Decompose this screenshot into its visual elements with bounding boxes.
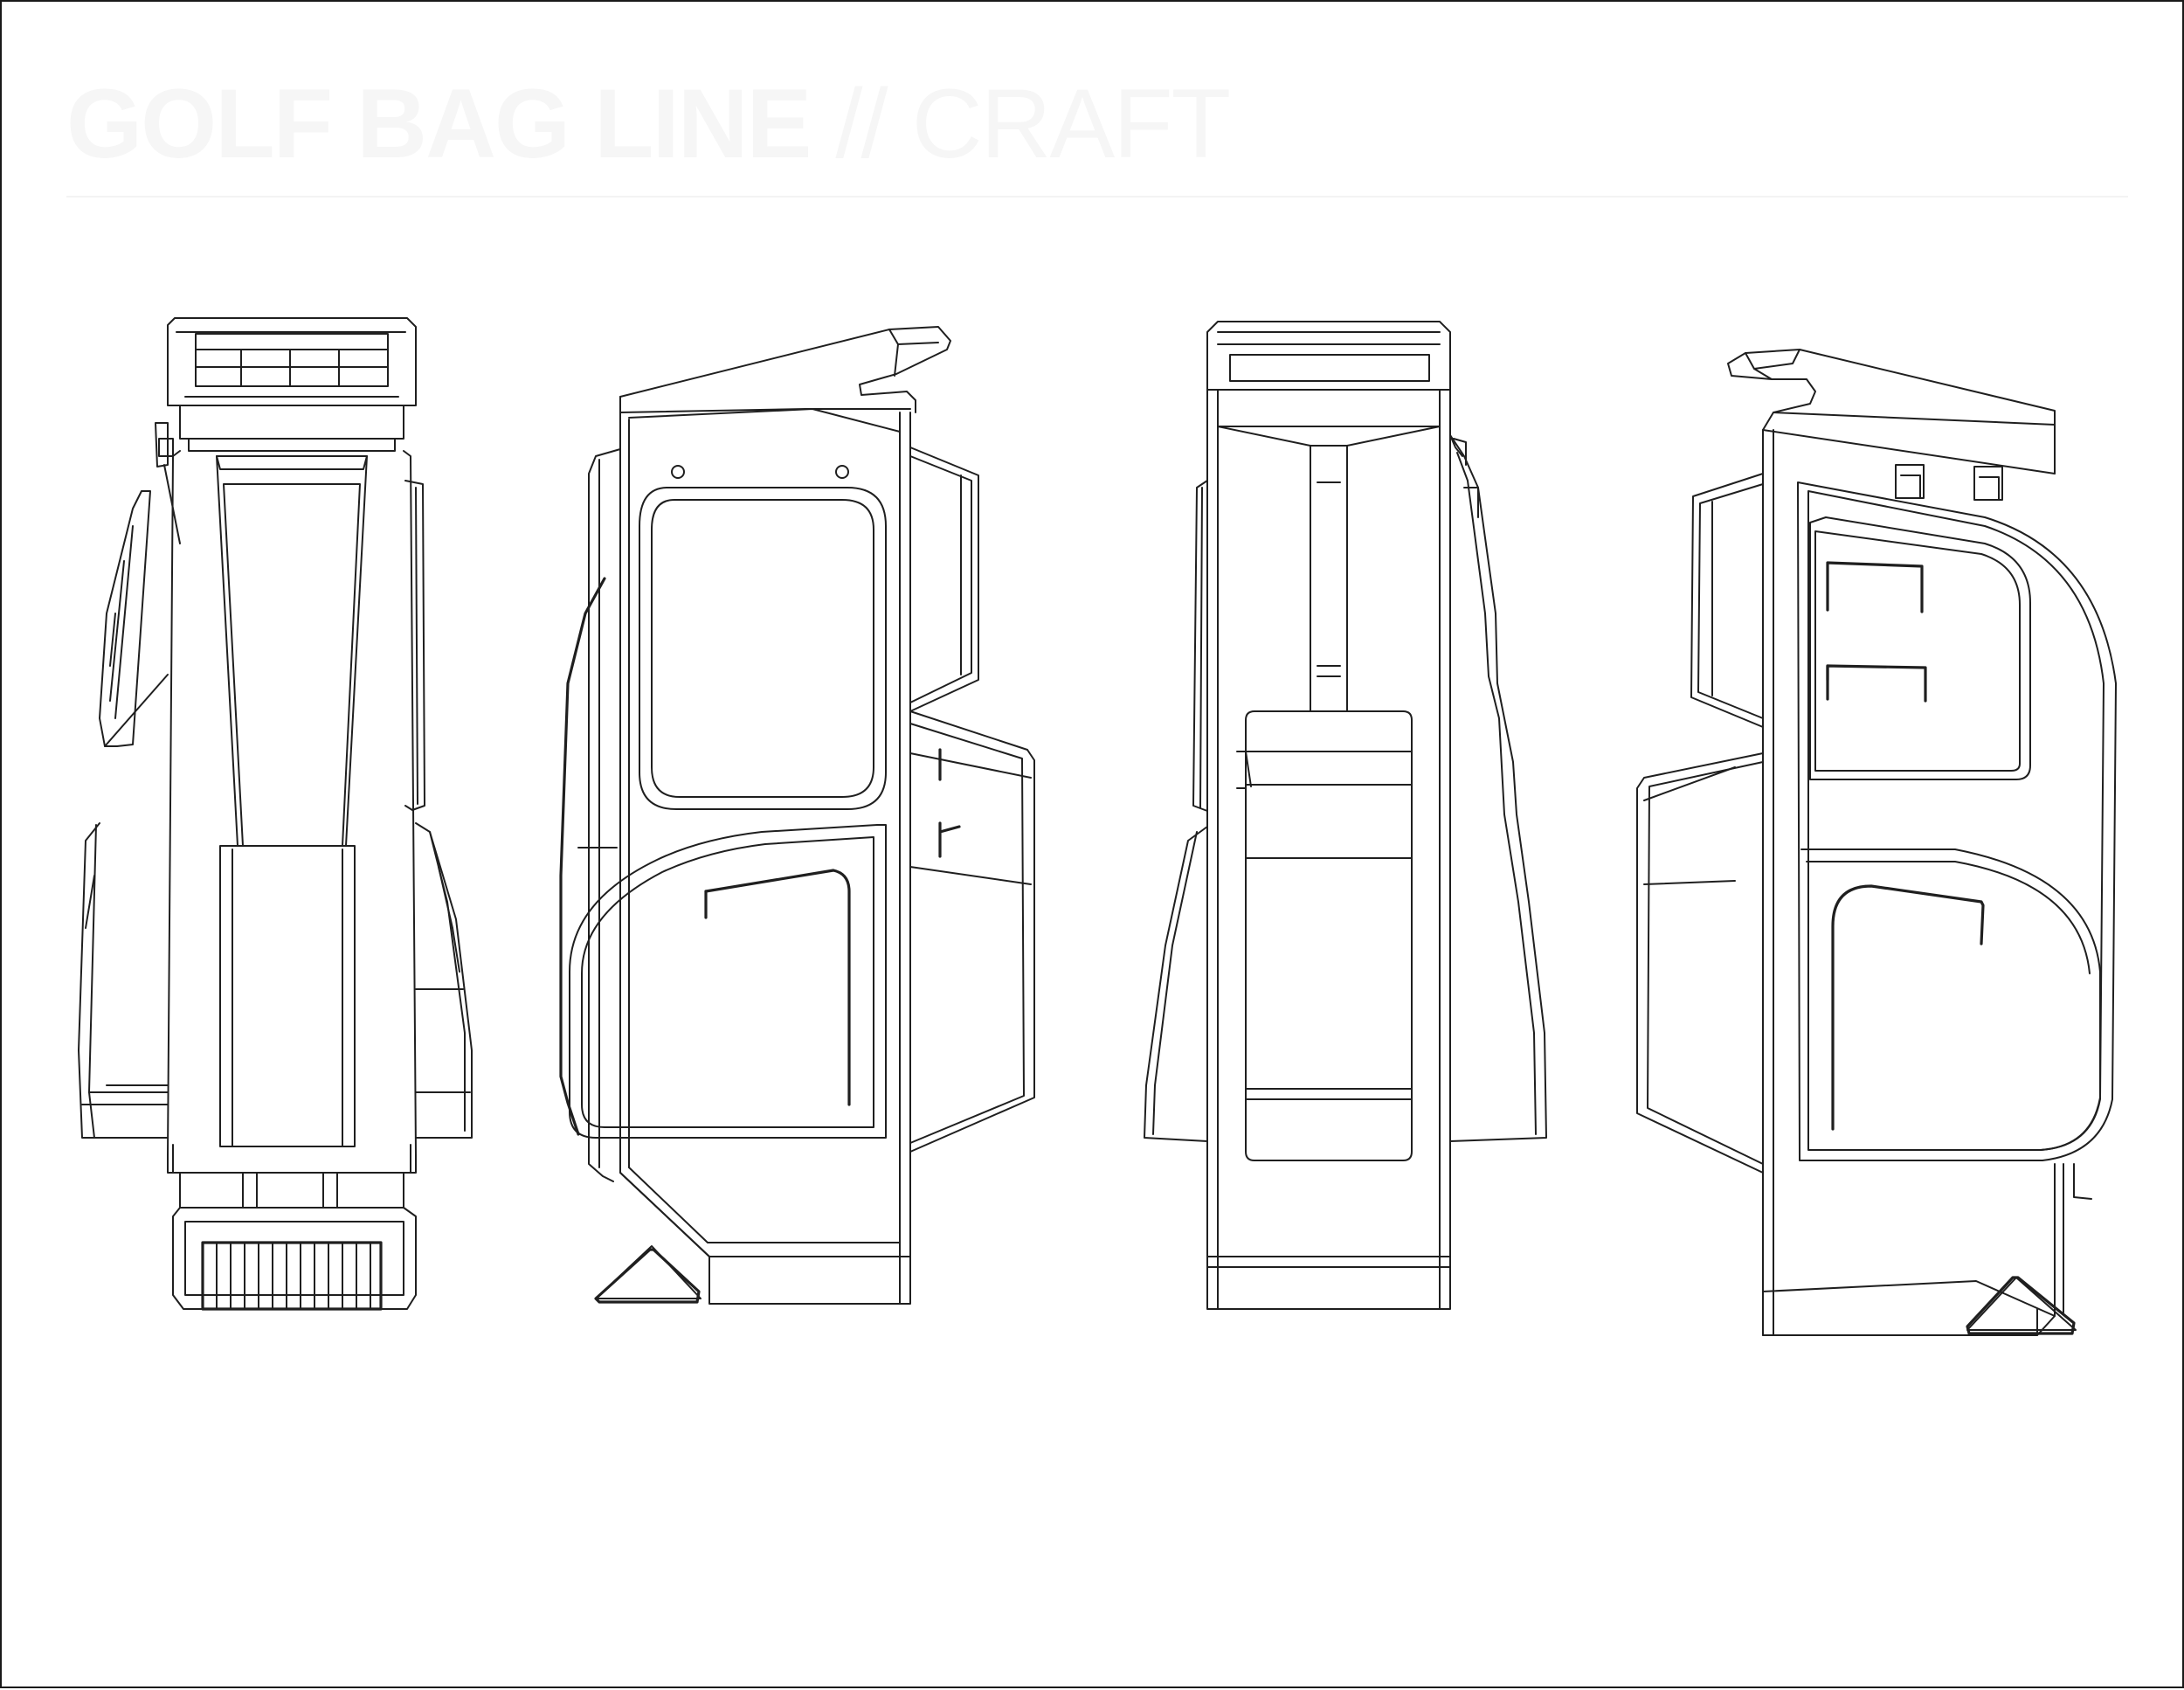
right-side-view	[1636, 349, 2117, 1336]
back-center-strap	[1310, 445, 1348, 712]
right-upper-pocket	[1809, 516, 2031, 780]
right-top-handle	[1727, 349, 2056, 431]
front-right-lower-pocket	[415, 822, 473, 1139]
right-body-outline	[1762, 429, 2056, 1336]
right-zipper-lower	[1831, 884, 1985, 1131]
right-buckle	[1895, 464, 1925, 499]
front-top-grille	[195, 333, 389, 387]
right-front-bulge	[1797, 481, 2117, 1161]
back-right-wing	[1449, 434, 1547, 1142]
left-front-bulge	[559, 577, 606, 1136]
title-bold: GOLF BAG LINE	[66, 69, 812, 178]
front-base	[167, 1154, 417, 1174]
back-pocket	[1245, 710, 1413, 1161]
back-v-notch	[1217, 426, 1441, 447]
right-rear-pocket	[1636, 752, 1764, 1174]
back-view	[1144, 321, 1547, 1310]
right-lower-pocket	[1800, 848, 2101, 1151]
front-left-strap	[155, 422, 169, 468]
left-zipper	[704, 869, 851, 1106]
front-top-cuff	[167, 317, 417, 406]
front-body-left-edge	[167, 450, 181, 1156]
front-left-lower-pocket	[78, 822, 169, 1139]
front-foot-grille	[201, 1241, 383, 1311]
front-view	[78, 317, 473, 1311]
front-right-pocket-upper	[404, 480, 425, 811]
left-side-view	[559, 326, 1035, 1305]
left-rear-upper-panel	[909, 447, 979, 712]
left-stand-foot	[595, 1245, 702, 1299]
left-eyelet	[835, 465, 849, 479]
left-eyelet	[671, 465, 685, 479]
front-body-right-edge	[403, 450, 417, 1156]
right-zipper-upper	[1826, 561, 1924, 613]
front-left-wing	[104, 674, 169, 747]
title-divider	[66, 196, 2128, 197]
title-light: // CRAFT	[810, 69, 1231, 178]
left-lower-pocket	[569, 824, 887, 1139]
right-rear-upper-panel	[1690, 473, 1764, 728]
left-body-outline	[619, 412, 911, 1257]
sheet-title: GOLF BAG LINE // CRAFT	[66, 69, 1231, 178]
left-top-handle	[619, 326, 951, 413]
right-buckle	[1973, 466, 2003, 501]
front-lower-panel	[219, 845, 356, 1147]
right-stand-foot	[1966, 1277, 2077, 1331]
front-center-panel	[223, 483, 361, 847]
left-rear-pocket	[909, 710, 1035, 1153]
left-upper-pocket	[639, 487, 887, 810]
